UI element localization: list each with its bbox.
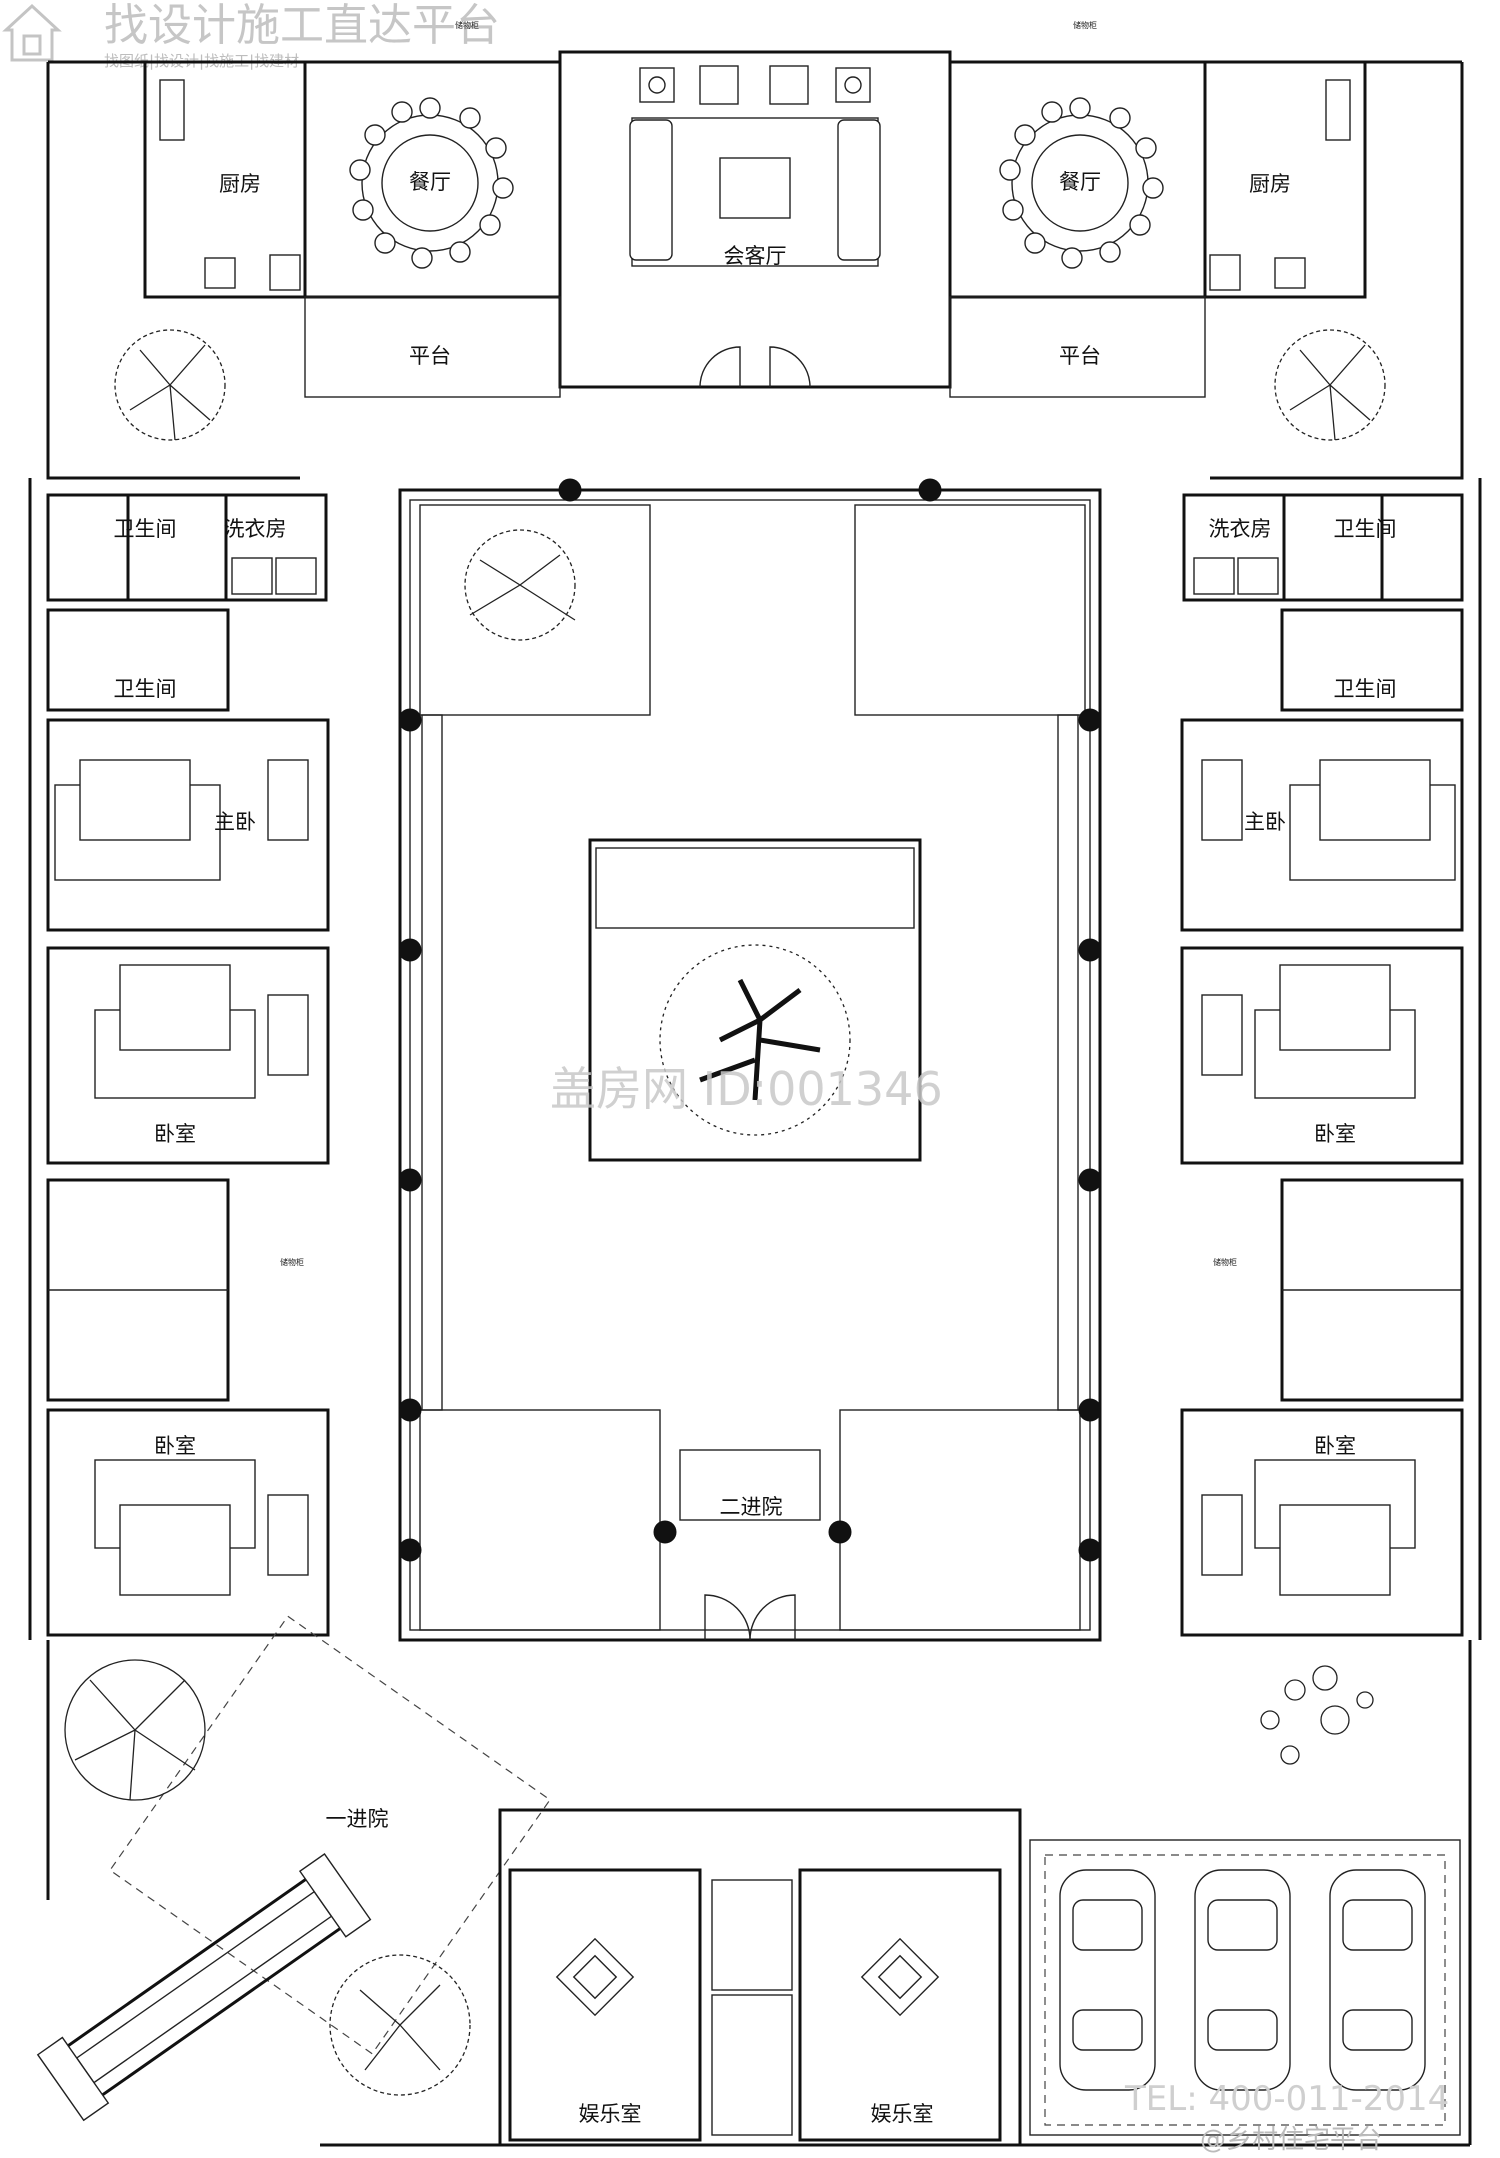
tel-watermark: TEL: 400-011-2014 [1124, 2079, 1449, 2119]
platform-right-label: 平台 [1059, 344, 1101, 368]
tree-icon [464, 529, 576, 641]
bedroom-right-2-label: 卧室 [1314, 1434, 1356, 1458]
platform-watermark: @乡村住宅平台 [1200, 2125, 1382, 2155]
platform-left-label: 平台 [409, 344, 451, 368]
site-logo-icon [2, 3, 62, 62]
master-bedroom-left-label: 主卧 [214, 810, 256, 834]
bedroom-right-1-label: 卧室 [1314, 1122, 1356, 1146]
site-title: 找设计施工直达平台 [104, 0, 500, 51]
rock-garden-icon [1260, 1665, 1374, 1765]
bathroom-label: 卫生间 [1334, 677, 1397, 701]
top-right-wing: 厨房 餐厅 平台 储物柜 [948, 20, 1367, 398]
bedroom-left-1-label: 卧室 [154, 1122, 196, 1146]
tree-icon [114, 329, 226, 441]
bathroom-label: 卫生间 [114, 677, 177, 701]
laundry-left-label: 洗衣房 [224, 517, 287, 541]
entertainment-right-label: 娱乐室 [871, 2102, 934, 2126]
kitchen-left-label: 厨房 [219, 172, 261, 196]
living-room-label: 会客厅 [724, 244, 787, 268]
bathroom-label: 卫生间 [114, 517, 177, 541]
laundry-right-label: 洗衣房 [1209, 517, 1272, 541]
courtyard-tree-icon [659, 944, 851, 1136]
entertainment-left-label: 娱乐室 [579, 2102, 642, 2126]
bedroom-left-2-label: 卧室 [154, 1434, 196, 1458]
tree-icon [64, 1659, 206, 1801]
first-courtyard: 一进院 [64, 1615, 1374, 2096]
cabinet-label: 储物柜 [455, 20, 479, 30]
central-courtyard: 二进院 [398, 488, 1102, 1642]
cabinet-label-right: 储物柜 [1073, 20, 1097, 30]
tree-icon [1274, 329, 1386, 441]
dining-left-label: 餐厅 [409, 170, 451, 194]
cabinet-left-label: 储物柜 [280, 1257, 304, 1267]
second-courtyard-label: 二进院 [720, 1495, 783, 1519]
garage [1029, 1839, 1461, 2136]
bathroom-label: 卫生间 [1334, 517, 1397, 541]
cabinet-right-label: 储物柜 [1213, 1257, 1237, 1267]
left-wing: 卫生间 洗衣房 卫生间 主卧 卧室 储物柜 卧室 [46, 493, 330, 1637]
right-wing: 卫生间 洗衣房 卫生间 主卧 卧室 储物柜 卧室 [1180, 493, 1464, 1637]
living-room: 会客厅 [558, 50, 952, 389]
tree-icon [329, 1954, 471, 2096]
top-left-wing: 厨房 餐厅 平台 储物柜 [143, 20, 562, 398]
car-icon [1059, 1869, 1156, 2091]
kitchen-right-label: 厨房 [1249, 172, 1291, 196]
master-bedroom-right-label: 主卧 [1244, 810, 1286, 834]
mahjong-table-icon [555, 1937, 635, 2017]
entertainment-wing: 娱乐室 娱乐室 [498, 1808, 1022, 2147]
id-watermark: 盖房网 ID:001346 [550, 1062, 943, 1116]
mahjong-table-icon [860, 1937, 940, 2017]
dining-right-label: 餐厅 [1059, 170, 1101, 194]
car-icon [1329, 1869, 1426, 2091]
car-icon [1194, 1869, 1291, 2091]
entry-gate [36, 1853, 372, 2122]
first-courtyard-label: 一进院 [326, 1807, 389, 1831]
courtyard-columns [398, 478, 1102, 1562]
